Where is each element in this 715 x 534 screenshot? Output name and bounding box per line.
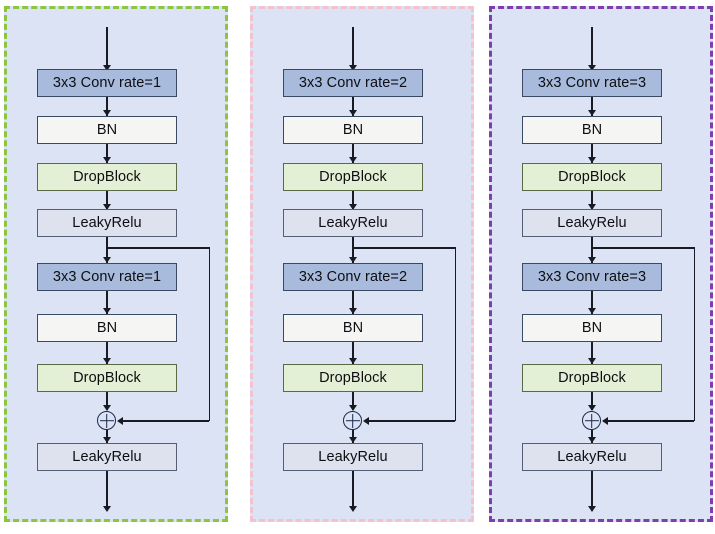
- add-operator-1: [97, 411, 116, 430]
- edge-drop2b-add-head: [349, 405, 357, 411]
- input-arrow-line: [352, 27, 354, 67]
- output-arrow-line: [106, 471, 108, 509]
- node-conv-1b: 3x3 Conv rate=1: [37, 263, 177, 291]
- edge-bn1b-drop1b: [106, 342, 108, 364]
- edge-conv3a-bn3a-head: [588, 110, 596, 116]
- skip-connection-right-1: [208, 247, 210, 421]
- input-arrow-line: [106, 27, 108, 67]
- output-arrow-head: [349, 506, 357, 512]
- skip-connection-right-2: [454, 247, 456, 421]
- edge-bn1b-drop1b-head: [103, 358, 111, 364]
- node-leakyrelu-2b: LeakyRelu: [283, 443, 423, 471]
- node-leakyrelu-2a: LeakyRelu: [283, 209, 423, 237]
- edge-drop1b-add-head: [103, 405, 111, 411]
- node-leakyrelu-3b: LeakyRelu: [522, 443, 662, 471]
- edge-bn2a-drop2a: [352, 144, 354, 163]
- edge-drop3b-add-head: [588, 405, 596, 411]
- edge-drop2a-relu2a-head: [349, 204, 357, 210]
- skip-connection-top-2: [352, 247, 456, 249]
- node-conv-3a: 3x3 Conv rate=3: [522, 69, 662, 97]
- edge-bn1a-drop1a-head: [103, 157, 111, 163]
- edge-add-relu1b-head: [103, 437, 111, 443]
- node-conv-2a: 3x3 Conv rate=2: [283, 69, 423, 97]
- output-arrow-line: [591, 471, 593, 509]
- edge-drop1a-relu1a: [106, 191, 108, 210]
- node-bn-2a: BN: [283, 116, 423, 144]
- edge-conv3b-bn3b: [591, 291, 593, 314]
- edge-conv1b-bn1b: [106, 291, 108, 314]
- node-dropblock-1a: DropBlock: [37, 163, 177, 191]
- edge-relu3a-conv3b: [591, 237, 593, 263]
- skip-connection-right-3: [693, 247, 695, 421]
- node-conv-1a: 3x3 Conv rate=1: [37, 69, 177, 97]
- branch-panel-rate-3: 3x3 Conv rate=3 BN DropBlock LeakyRelu 3…: [489, 6, 713, 522]
- add-operator-2: [343, 411, 362, 430]
- edge-bn3b-drop3b: [591, 342, 593, 364]
- node-bn-1b: BN: [37, 314, 177, 342]
- edge-drop3a-relu3a-head: [588, 204, 596, 210]
- edge-drop1b-add: [106, 392, 108, 410]
- node-dropblock-2b: DropBlock: [283, 364, 423, 392]
- node-conv-2b: 3x3 Conv rate=2: [283, 263, 423, 291]
- edge-conv3b-bn3b-head: [588, 308, 596, 314]
- skip-connection-top-1: [106, 247, 210, 249]
- edge-drop3a-relu3a: [591, 191, 593, 210]
- edge-drop2b-add: [352, 392, 354, 410]
- edge-bn3a-drop3a-head: [588, 157, 596, 163]
- edge-relu1a-conv1b: [106, 237, 108, 263]
- edge-bn3b-drop3b-head: [588, 358, 596, 364]
- edge-relu2a-conv2b: [352, 237, 354, 263]
- node-conv-3b: 3x3 Conv rate=3: [522, 263, 662, 291]
- edge-add-relu3b-head: [588, 437, 596, 443]
- skip-connection-bottom-2: [368, 420, 455, 422]
- branch-panel-rate-2: 3x3 Conv rate=2 BN DropBlock LeakyRelu 3…: [250, 6, 474, 522]
- skip-connection-bottom-1: [122, 420, 209, 422]
- edge-conv2b-bn2b: [352, 291, 354, 314]
- add-operator-3: [582, 411, 601, 430]
- edge-bn1a-drop1a: [106, 144, 108, 163]
- node-bn-3b: BN: [522, 314, 662, 342]
- node-dropblock-1b: DropBlock: [37, 364, 177, 392]
- edge-conv1b-bn1b-head: [103, 308, 111, 314]
- output-arrow-head: [103, 506, 111, 512]
- input-arrow-line: [591, 27, 593, 67]
- node-leakyrelu-3a: LeakyRelu: [522, 209, 662, 237]
- edge-conv2a-bn2a-head: [349, 110, 357, 116]
- output-arrow-line: [352, 471, 354, 509]
- edge-relu1a-conv1b-head: [103, 257, 111, 263]
- node-bn-3a: BN: [522, 116, 662, 144]
- edge-bn2b-drop2b-head: [349, 358, 357, 364]
- edge-bn3a-drop3a: [591, 144, 593, 163]
- output-arrow-head: [588, 506, 596, 512]
- edge-drop1a-relu1a-head: [103, 204, 111, 210]
- skip-connection-arrow-1: [117, 417, 123, 425]
- edge-conv1a-bn1a: [106, 97, 108, 116]
- edge-bn2a-drop2a-head: [349, 157, 357, 163]
- branch-panel-rate-1: 3x3 Conv rate=1 BN DropBlock LeakyRelu 3…: [4, 6, 228, 522]
- node-leakyrelu-1a: LeakyRelu: [37, 209, 177, 237]
- node-dropblock-3a: DropBlock: [522, 163, 662, 191]
- edge-drop2a-relu2a: [352, 191, 354, 210]
- skip-connection-bottom-3: [607, 420, 694, 422]
- input-arrow-head: [103, 65, 111, 71]
- node-bn-1a: BN: [37, 116, 177, 144]
- skip-connection-arrow-3: [602, 417, 608, 425]
- node-bn-2b: BN: [283, 314, 423, 342]
- input-arrow-head: [349, 65, 357, 71]
- edge-conv2a-bn2a: [352, 97, 354, 116]
- edge-bn2b-drop2b: [352, 342, 354, 364]
- edge-relu2a-conv2b-head: [349, 257, 357, 263]
- edge-conv2b-bn2b-head: [349, 308, 357, 314]
- edge-relu3a-conv3b-head: [588, 257, 596, 263]
- node-dropblock-2a: DropBlock: [283, 163, 423, 191]
- skip-connection-top-3: [591, 247, 695, 249]
- skip-connection-arrow-2: [363, 417, 369, 425]
- node-leakyrelu-1b: LeakyRelu: [37, 443, 177, 471]
- edge-conv1a-bn1a-head: [103, 110, 111, 116]
- input-arrow-head: [588, 65, 596, 71]
- node-dropblock-3b: DropBlock: [522, 364, 662, 392]
- edge-conv3a-bn3a: [591, 97, 593, 116]
- edge-drop3b-add: [591, 392, 593, 410]
- edge-add-relu2b-head: [349, 437, 357, 443]
